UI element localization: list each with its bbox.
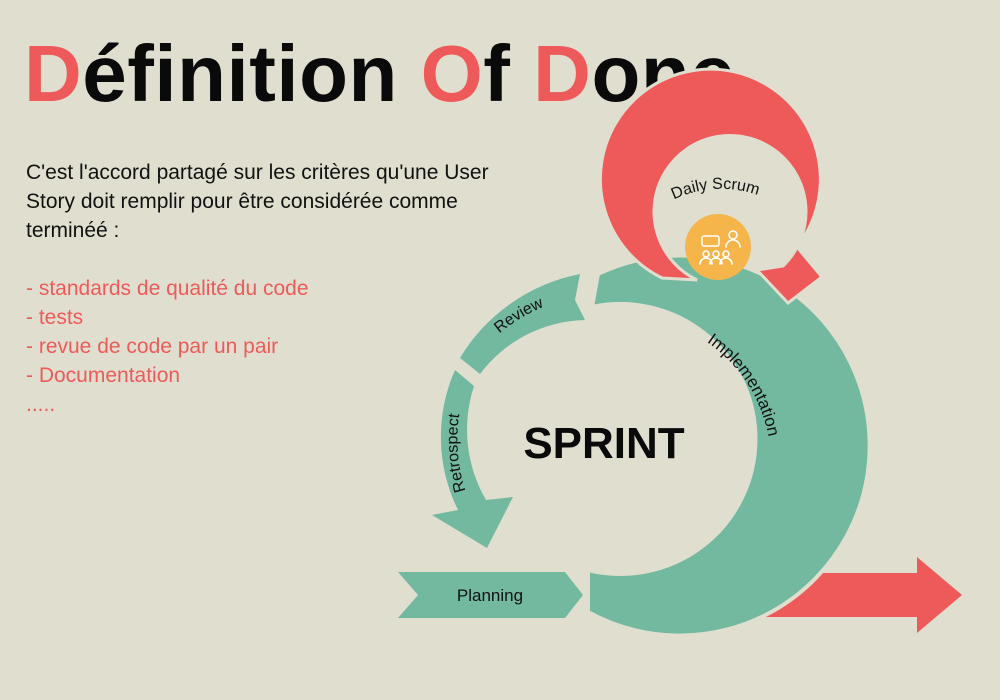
criteria-item: - standards de qualité du code bbox=[26, 277, 309, 300]
review-stage bbox=[460, 274, 585, 374]
intro-paragraph: C'est l'accord partagé sur les critères … bbox=[26, 158, 586, 245]
planning-stage bbox=[398, 572, 583, 618]
title-highlight-letter: D bbox=[24, 29, 83, 118]
title-highlight-letter: D bbox=[533, 29, 592, 118]
title-highlight-letter: O bbox=[420, 29, 484, 118]
daily-scrum-arc bbox=[598, 67, 825, 306]
criteria-list: - standards de qualité du code - tests -… bbox=[26, 274, 309, 419]
title-text: f bbox=[483, 29, 534, 118]
intro-line: terminéé : bbox=[26, 219, 120, 242]
intro-line: C'est l'accord partagé sur les critères … bbox=[26, 161, 489, 184]
intro-line: Story doit remplir pour être considérée … bbox=[26, 190, 458, 213]
svg-text:Daily Scrum: Daily Scrum bbox=[669, 176, 762, 203]
retrospect-stage bbox=[432, 370, 513, 548]
planning-label: Planning bbox=[457, 586, 523, 605]
criteria-item: ..... bbox=[26, 393, 56, 416]
daily-scrum-label: Daily Scrum bbox=[669, 176, 762, 203]
implementation-arc bbox=[586, 253, 872, 638]
team-meeting-icon bbox=[685, 214, 751, 280]
criteria-item: - tests bbox=[26, 306, 84, 329]
criteria-item: - Documentation bbox=[26, 364, 181, 387]
criteria-item: - revue de code par un pair bbox=[26, 335, 279, 358]
sprint-label: SPRINT bbox=[523, 419, 684, 468]
title-text: éfinition bbox=[82, 29, 421, 118]
